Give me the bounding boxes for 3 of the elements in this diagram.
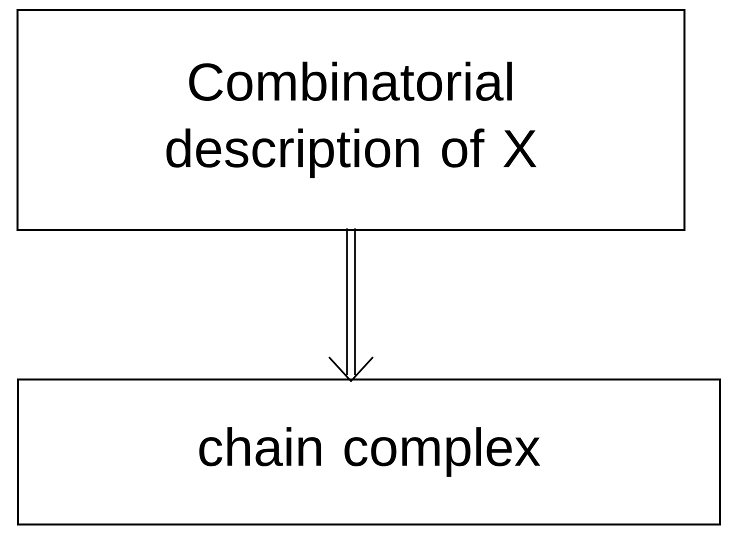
implies-arrow [328, 227, 374, 382]
text-box: Combinatorial description of X [16, 9, 686, 231]
text-box: chain complex [17, 378, 721, 526]
